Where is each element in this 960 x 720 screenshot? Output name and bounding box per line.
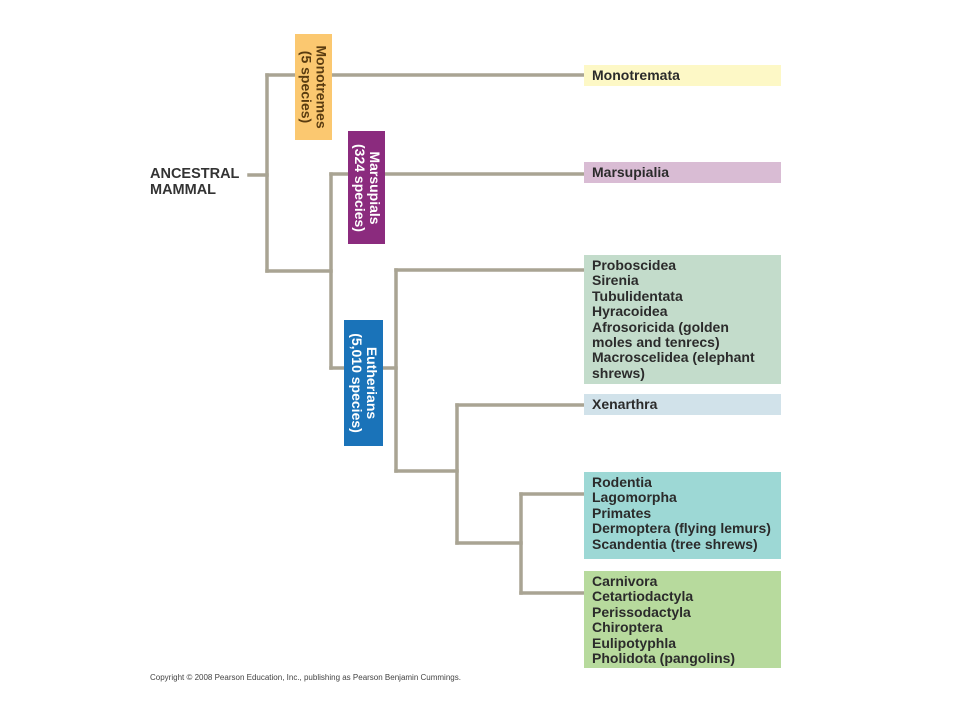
- taxon-name: Macroscelidea (elephant: [592, 349, 755, 366]
- taxon-name: Hyracoidea: [592, 303, 668, 320]
- taxon-name: Carnivora: [592, 573, 658, 589]
- taxon-name: Afrosoricida (golden: [592, 318, 729, 335]
- taxon-name: Pholidota (pangolins): [592, 650, 736, 667]
- root-label-line2: MAMMAL: [150, 182, 217, 198]
- eutherians-species-count: (5,010 species): [348, 333, 365, 433]
- taxon-name: Tubulidentata: [592, 287, 683, 304]
- taxon-name: Proboscidea: [592, 257, 677, 273]
- taxon-name: Rodentia: [592, 474, 652, 490]
- copyright-notice: Copyright © 2008 Pearson Education, Inc.…: [150, 673, 461, 682]
- taxon-name: Cetartiodactyla: [592, 588, 694, 605]
- xenarthra-box: Xenarthra: [584, 394, 781, 415]
- monotremata-box: Monotremata: [584, 65, 781, 86]
- taxon-name: Chiroptera: [592, 619, 663, 636]
- eutherians-clade-label: Eutherians (5,010 species): [344, 320, 383, 446]
- monotremes-species-count: (5 species): [298, 50, 315, 124]
- taxon-name: Sirenia: [592, 272, 639, 289]
- ancestral-mammal-label: ANCESTRAL MAMMAL: [150, 166, 239, 198]
- taxon-name: Perissodactyla: [592, 603, 691, 620]
- taxon-name: shrews): [592, 364, 645, 381]
- taxon-name: Primates: [592, 504, 652, 521]
- taxon-name: Monotremata: [592, 67, 680, 83]
- marsupials-species-count: (324 species): [351, 143, 368, 232]
- monotremes-clade-label: Monotremes (5 species): [295, 34, 332, 140]
- eutherians-clade-text: Eutherians (5,010 species): [348, 333, 380, 433]
- taxon-name: moles and tenrecs): [592, 334, 720, 351]
- monotremes-clade-text: Monotremes (5 species): [298, 45, 330, 129]
- marsupials-clade-text: Marsupials (324 species): [351, 143, 383, 232]
- eutherians-name: Eutherians: [363, 346, 380, 420]
- monotremes-name: Monotremes: [313, 45, 330, 129]
- euarchontoglires-box: Rodentia Lagomorpha Primates Dermoptera …: [584, 472, 781, 559]
- taxon-name: Dermoptera (flying lemurs): [592, 520, 771, 537]
- taxon-name: Scandentia (tree shrews): [592, 535, 758, 552]
- marsupialia-box: Marsupialia: [584, 162, 781, 183]
- root-label-line1: ANCESTRAL: [150, 166, 240, 182]
- taxon-name: Lagomorpha: [592, 489, 677, 506]
- marsupials-clade-label: Marsupials (324 species): [348, 131, 385, 244]
- marsupials-name: Marsupials: [366, 150, 383, 225]
- taxon-name: Marsupialia: [592, 164, 670, 180]
- laurasiatheria-box: Carnivora Cetartiodactyla Perissodactyla…: [584, 571, 781, 668]
- afrotheria-box: Proboscidea Sirenia Tubulidentata Hyraco…: [584, 255, 781, 384]
- taxon-name: Eulipotyphla: [592, 634, 676, 651]
- taxon-name: Xenarthra: [592, 396, 658, 412]
